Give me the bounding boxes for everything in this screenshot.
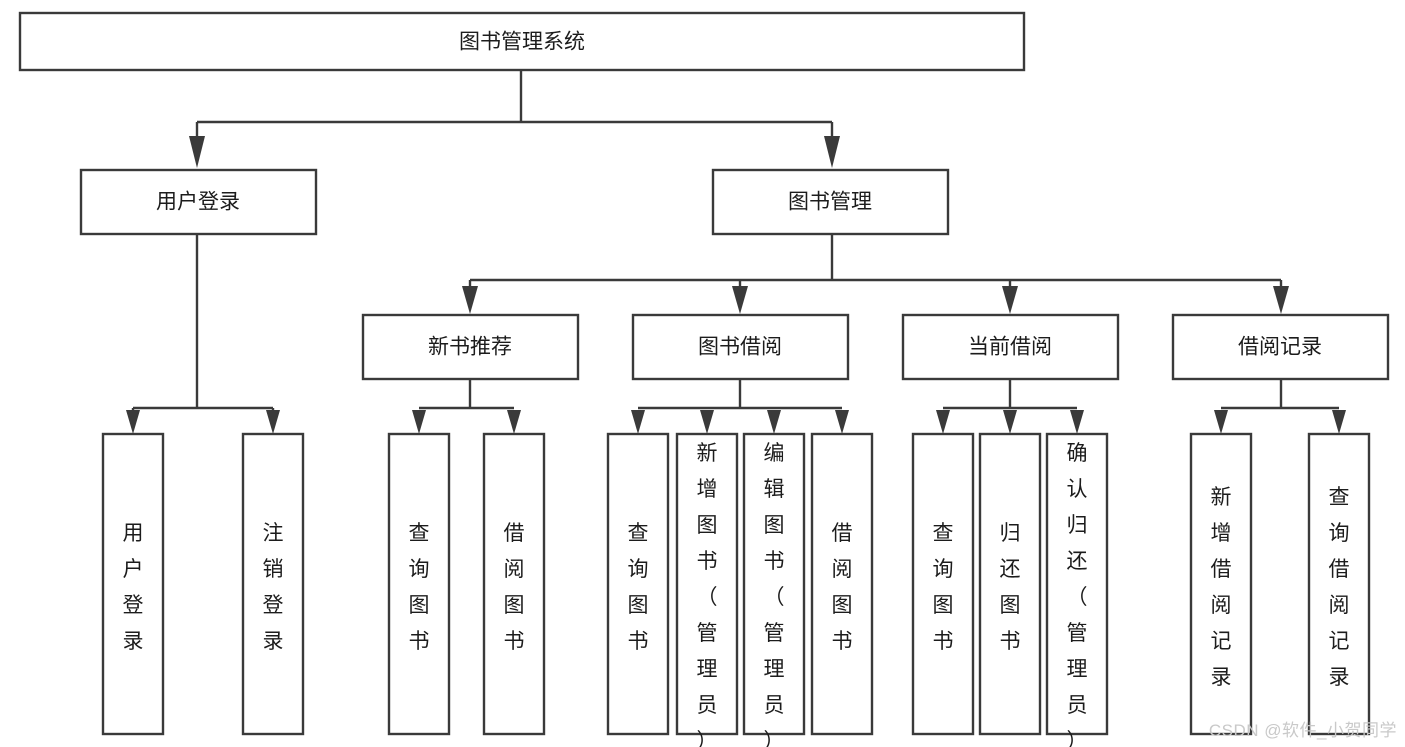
leaf-node-logout-login-box[interactable]: [241, 432, 305, 736]
arrow-head-leaf-logout-login: [266, 410, 280, 434]
leaf-node-add-book-label: 新增图书（管理员）: [697, 442, 718, 747]
arrow-head-current-borrow: [1002, 286, 1018, 314]
leaf-node-query-book-1-box[interactable]: [387, 432, 451, 736]
arrow-head-leaf-confirm-return: [1070, 410, 1084, 434]
leaf-node-add-record-box[interactable]: [1189, 432, 1253, 736]
arrow-head-leaf-query-book-1: [412, 410, 426, 434]
leaf-node-query-book-2-label: 查询图书: [628, 522, 649, 653]
arrow-head-leaf-edit-book: [767, 410, 781, 434]
leaf-node-return-book[interactable]: 归还图书: [978, 432, 1042, 736]
arrow-head-borrow-record: [1273, 286, 1289, 314]
leaf-node-return-book-label: 归还图书: [1000, 522, 1021, 653]
node-root[interactable]: 图书管理系统: [18, 11, 1026, 72]
connector-group-book-borrow: [631, 380, 849, 434]
connector-group-book-management: [462, 235, 1289, 314]
leaf-node-user-login[interactable]: 用户登录: [101, 432, 165, 736]
arrow-head-leaf-query-record: [1332, 410, 1346, 434]
arrow-head-new-book-recommend: [462, 286, 478, 314]
node-book-management-label: 图书管理: [788, 191, 872, 214]
leaf-node-return-book-box[interactable]: [978, 432, 1042, 736]
node-new-book-recommend-label: 新书推荐: [428, 336, 512, 359]
leaf-node-edit-book[interactable]: 编辑图书（管理员）: [742, 432, 806, 747]
arrow-head-leaf-borrow-book-1: [507, 410, 521, 434]
leaf-node-query-record-label: 查询借阅记录: [1329, 486, 1350, 689]
leaf-node-query-book-3-box[interactable]: [911, 432, 975, 736]
leaf-node-borrow-book-2-label: 借阅图书: [832, 522, 853, 653]
leaf-node-add-book-box[interactable]: [675, 432, 739, 736]
leaf-node-add-book[interactable]: 新增图书（管理员）: [675, 432, 739, 747]
node-user-login-label: 用户登录: [156, 191, 240, 214]
leaf-node-query-record-box[interactable]: [1307, 432, 1371, 736]
leaf-node-logout-login-label: 注销登录: [263, 522, 284, 653]
arrow-head-book-management: [824, 136, 840, 168]
node-book-borrow[interactable]: 图书借阅: [631, 313, 850, 381]
node-new-book-recommend-box[interactable]: [361, 313, 580, 381]
node-user-login[interactable]: 用户登录: [79, 168, 318, 236]
leaf-node-confirm-return-label: 确认归还（管理员）: [1067, 442, 1088, 747]
leaf-node-query-record[interactable]: 查询借阅记录: [1307, 432, 1371, 736]
leaf-node-query-book-3-label: 查询图书: [933, 522, 954, 653]
leaf-node-borrow-book-2-box[interactable]: [810, 432, 874, 736]
connector-group-root: [189, 70, 840, 168]
leaf-node-query-book-2[interactable]: 查询图书: [606, 432, 670, 736]
node-book-management[interactable]: 图书管理: [711, 168, 950, 236]
arrow-head-book-borrow: [732, 286, 748, 314]
leaf-node-edit-book-box[interactable]: [742, 432, 806, 736]
leaf-node-add-record-label: 新增借阅记录: [1211, 486, 1232, 689]
leaf-node-borrow-book-2[interactable]: 借阅图书: [810, 432, 874, 736]
leaf-node-user-login-label: 用户登录: [123, 522, 144, 653]
node-root-box[interactable]: [18, 11, 1026, 72]
connector-group-user-login: [126, 235, 280, 434]
node-new-book-recommend[interactable]: 新书推荐: [361, 313, 580, 381]
leaf-node-borrow-book-1[interactable]: 借阅图书: [482, 432, 546, 736]
arrow-head-leaf-add-book: [700, 410, 714, 434]
node-book-borrow-box[interactable]: [631, 313, 850, 381]
arrow-head-leaf-query-book-2: [631, 410, 645, 434]
leaf-node-user-login-box[interactable]: [101, 432, 165, 736]
arrow-head-leaf-user-login: [126, 410, 140, 434]
node-book-management-box[interactable]: [711, 168, 950, 236]
leaf-node-query-book-1-label: 查询图书: [409, 522, 430, 653]
node-current-borrow[interactable]: 当前借阅: [901, 313, 1120, 381]
node-current-borrow-label: 当前借阅: [968, 336, 1052, 359]
node-borrow-record-label: 借阅记录: [1238, 336, 1322, 359]
arrow-head-user-login: [189, 136, 205, 168]
leaf-node-borrow-book-1-label: 借阅图书: [504, 522, 525, 653]
node-borrow-record[interactable]: 借阅记录: [1171, 313, 1390, 381]
arrow-head-leaf-add-record: [1214, 410, 1228, 434]
connector-group-new-book-recommend: [412, 380, 521, 434]
leaf-node-add-record[interactable]: 新增借阅记录: [1189, 432, 1253, 736]
leaf-node-borrow-book-1-box[interactable]: [482, 432, 546, 736]
connector-group-borrow-record: [1214, 380, 1346, 434]
node-user-login-box[interactable]: [79, 168, 318, 236]
node-borrow-record-box[interactable]: [1171, 313, 1390, 381]
node-current-borrow-box[interactable]: [901, 313, 1120, 381]
arrow-head-leaf-query-book-3: [936, 410, 950, 434]
leaf-node-edit-book-label: 编辑图书（管理员）: [764, 442, 785, 747]
node-book-borrow-label: 图书借阅: [698, 336, 782, 359]
leaf-node-query-book-1[interactable]: 查询图书: [387, 432, 451, 736]
leaf-node-logout-login[interactable]: 注销登录: [241, 432, 305, 736]
leaf-node-confirm-return-box[interactable]: [1045, 432, 1109, 736]
leaf-node-query-book-2-box[interactable]: [606, 432, 670, 736]
leaf-node-query-book-3[interactable]: 查询图书: [911, 432, 975, 736]
arrow-head-leaf-borrow-book-2: [835, 410, 849, 434]
node-root-label: 图书管理系统: [459, 31, 585, 54]
connector-group-current-borrow: [936, 380, 1084, 434]
arrow-head-leaf-return-book: [1003, 410, 1017, 434]
leaf-node-confirm-return[interactable]: 确认归还（管理员）: [1045, 432, 1109, 747]
